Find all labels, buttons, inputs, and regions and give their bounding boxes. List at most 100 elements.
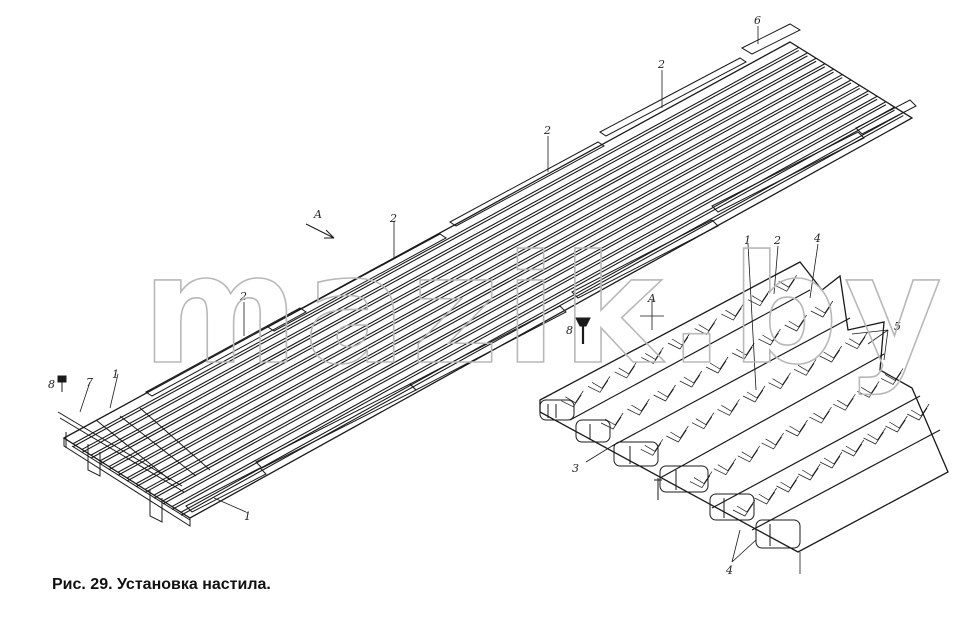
grain-chevron	[742, 385, 766, 403]
plank-line	[81, 52, 808, 450]
plank-line	[144, 93, 869, 493]
deck-front-edge	[63, 438, 191, 527]
grain-chevron	[627, 398, 650, 416]
bolt-icon	[57, 375, 67, 392]
grain-chevron	[732, 342, 755, 360]
callout-2: 2	[543, 124, 551, 137]
callout-4: 4	[725, 564, 733, 577]
grain-chevron	[653, 384, 676, 402]
plank-line	[144, 90, 869, 490]
grain-chevron	[561, 390, 584, 408]
side-strips-front	[185, 99, 917, 513]
grain-chevron	[819, 451, 843, 469]
grain-chevron	[747, 289, 771, 307]
grain-chevron	[641, 347, 664, 364]
callout-3: 3	[572, 462, 579, 475]
grain-chevron	[754, 487, 777, 505]
callout-labels: 6 2 2 2 2 A 8 7 1 1 8 A 1 2 4 5 3 4	[48, 14, 901, 577]
side-strips-back	[145, 23, 802, 397]
callout-A: A	[313, 208, 322, 221]
plank-line	[162, 101, 887, 502]
callout-8: 8	[48, 378, 55, 391]
callout-A: A	[647, 292, 656, 305]
grain-chevron	[863, 427, 886, 445]
deck-planks	[72, 46, 904, 516]
plank-seams	[569, 289, 941, 531]
leader-lines	[79, 26, 759, 513]
grain-chevron	[761, 432, 784, 450]
plank-end-profiles	[539, 399, 801, 549]
callout-6: 6	[754, 14, 761, 27]
detail-outline	[539, 261, 949, 553]
grain-chevron	[819, 345, 842, 363]
grain-chevron	[737, 445, 761, 463]
platform-deck-assembly	[57, 23, 917, 527]
grain-chevron	[810, 300, 834, 318]
callout-5: 5	[894, 320, 901, 333]
bolt-icon	[575, 317, 591, 344]
plank-line	[126, 82, 852, 482]
grain-chevron	[691, 412, 715, 430]
plank-line	[90, 60, 817, 459]
watermark-text: mazik.by	[142, 224, 948, 398]
plank-line	[135, 87, 860, 488]
grain-chevron	[885, 415, 908, 433]
plank-line	[153, 95, 878, 496]
grain-chevron	[717, 399, 740, 416]
grain-chevron	[679, 370, 703, 388]
grain-chevron	[732, 499, 756, 517]
section-mark-icon	[640, 300, 664, 330]
grain-chevron	[667, 332, 691, 350]
grain-chevron	[880, 368, 904, 385]
grain-chevron	[798, 463, 821, 481]
callout-1: 1	[112, 368, 119, 381]
callout-8: 8	[566, 324, 573, 337]
callout-2: 2	[773, 234, 781, 247]
plank-line	[108, 71, 834, 471]
grain-chevron	[776, 475, 799, 493]
plank-section-detail	[539, 243, 949, 574]
plank-line	[162, 104, 887, 505]
grain-chevron	[784, 314, 807, 332]
grain-chevron	[768, 372, 791, 390]
grain-chevron	[694, 318, 717, 336]
plank-line	[72, 46, 799, 445]
callout-7: 7	[86, 376, 93, 389]
callout-1: 1	[244, 510, 251, 523]
bolt-icon	[654, 478, 662, 500]
grain-chevron	[614, 361, 637, 379]
grain-chevron	[705, 356, 729, 374]
end-cross-members	[57, 407, 211, 523]
plank-line	[171, 106, 895, 508]
view-arrow-icon	[305, 223, 335, 239]
plank-line	[135, 84, 860, 485]
plank-line	[99, 66, 826, 465]
grain-chevron	[841, 439, 865, 457]
callout-4: 4	[813, 232, 821, 245]
grain-chevron	[689, 471, 713, 489]
plank-line	[117, 77, 843, 476]
grain-chevron	[857, 381, 880, 398]
grain-chevron	[793, 359, 817, 376]
plank-line	[99, 63, 826, 462]
grain-chevron	[713, 458, 737, 476]
plank-line	[117, 74, 843, 473]
grain-chevron	[666, 425, 689, 443]
grain-chevron	[906, 403, 930, 421]
grain-chevron	[785, 419, 808, 437]
plank-line	[72, 49, 799, 448]
plank-line	[126, 79, 852, 479]
callout-2: 2	[389, 212, 397, 225]
grain-chevron	[600, 412, 624, 430]
callout-2: 2	[239, 290, 247, 303]
grain-chevron	[587, 376, 611, 393]
figure-caption: Рис. 29. Установка настила.	[52, 576, 271, 593]
plank-line	[153, 98, 878, 499]
grain-chevron	[833, 394, 856, 411]
plank-line	[90, 57, 817, 456]
callout-2: 2	[657, 58, 665, 71]
grain-chevron	[721, 303, 744, 321]
callout-1: 1	[744, 234, 751, 247]
grain-chevron	[758, 328, 781, 346]
